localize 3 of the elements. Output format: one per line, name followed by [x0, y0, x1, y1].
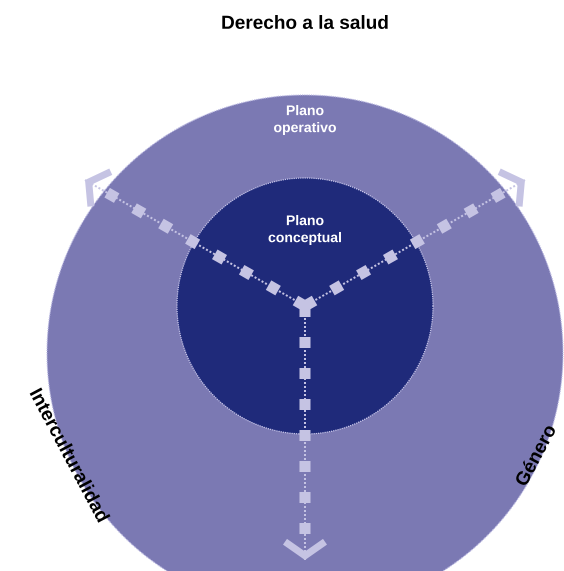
title: Derecho a la salud — [222, 15, 388, 29]
arrow — [302, 168, 526, 311]
arrow — [84, 168, 308, 311]
